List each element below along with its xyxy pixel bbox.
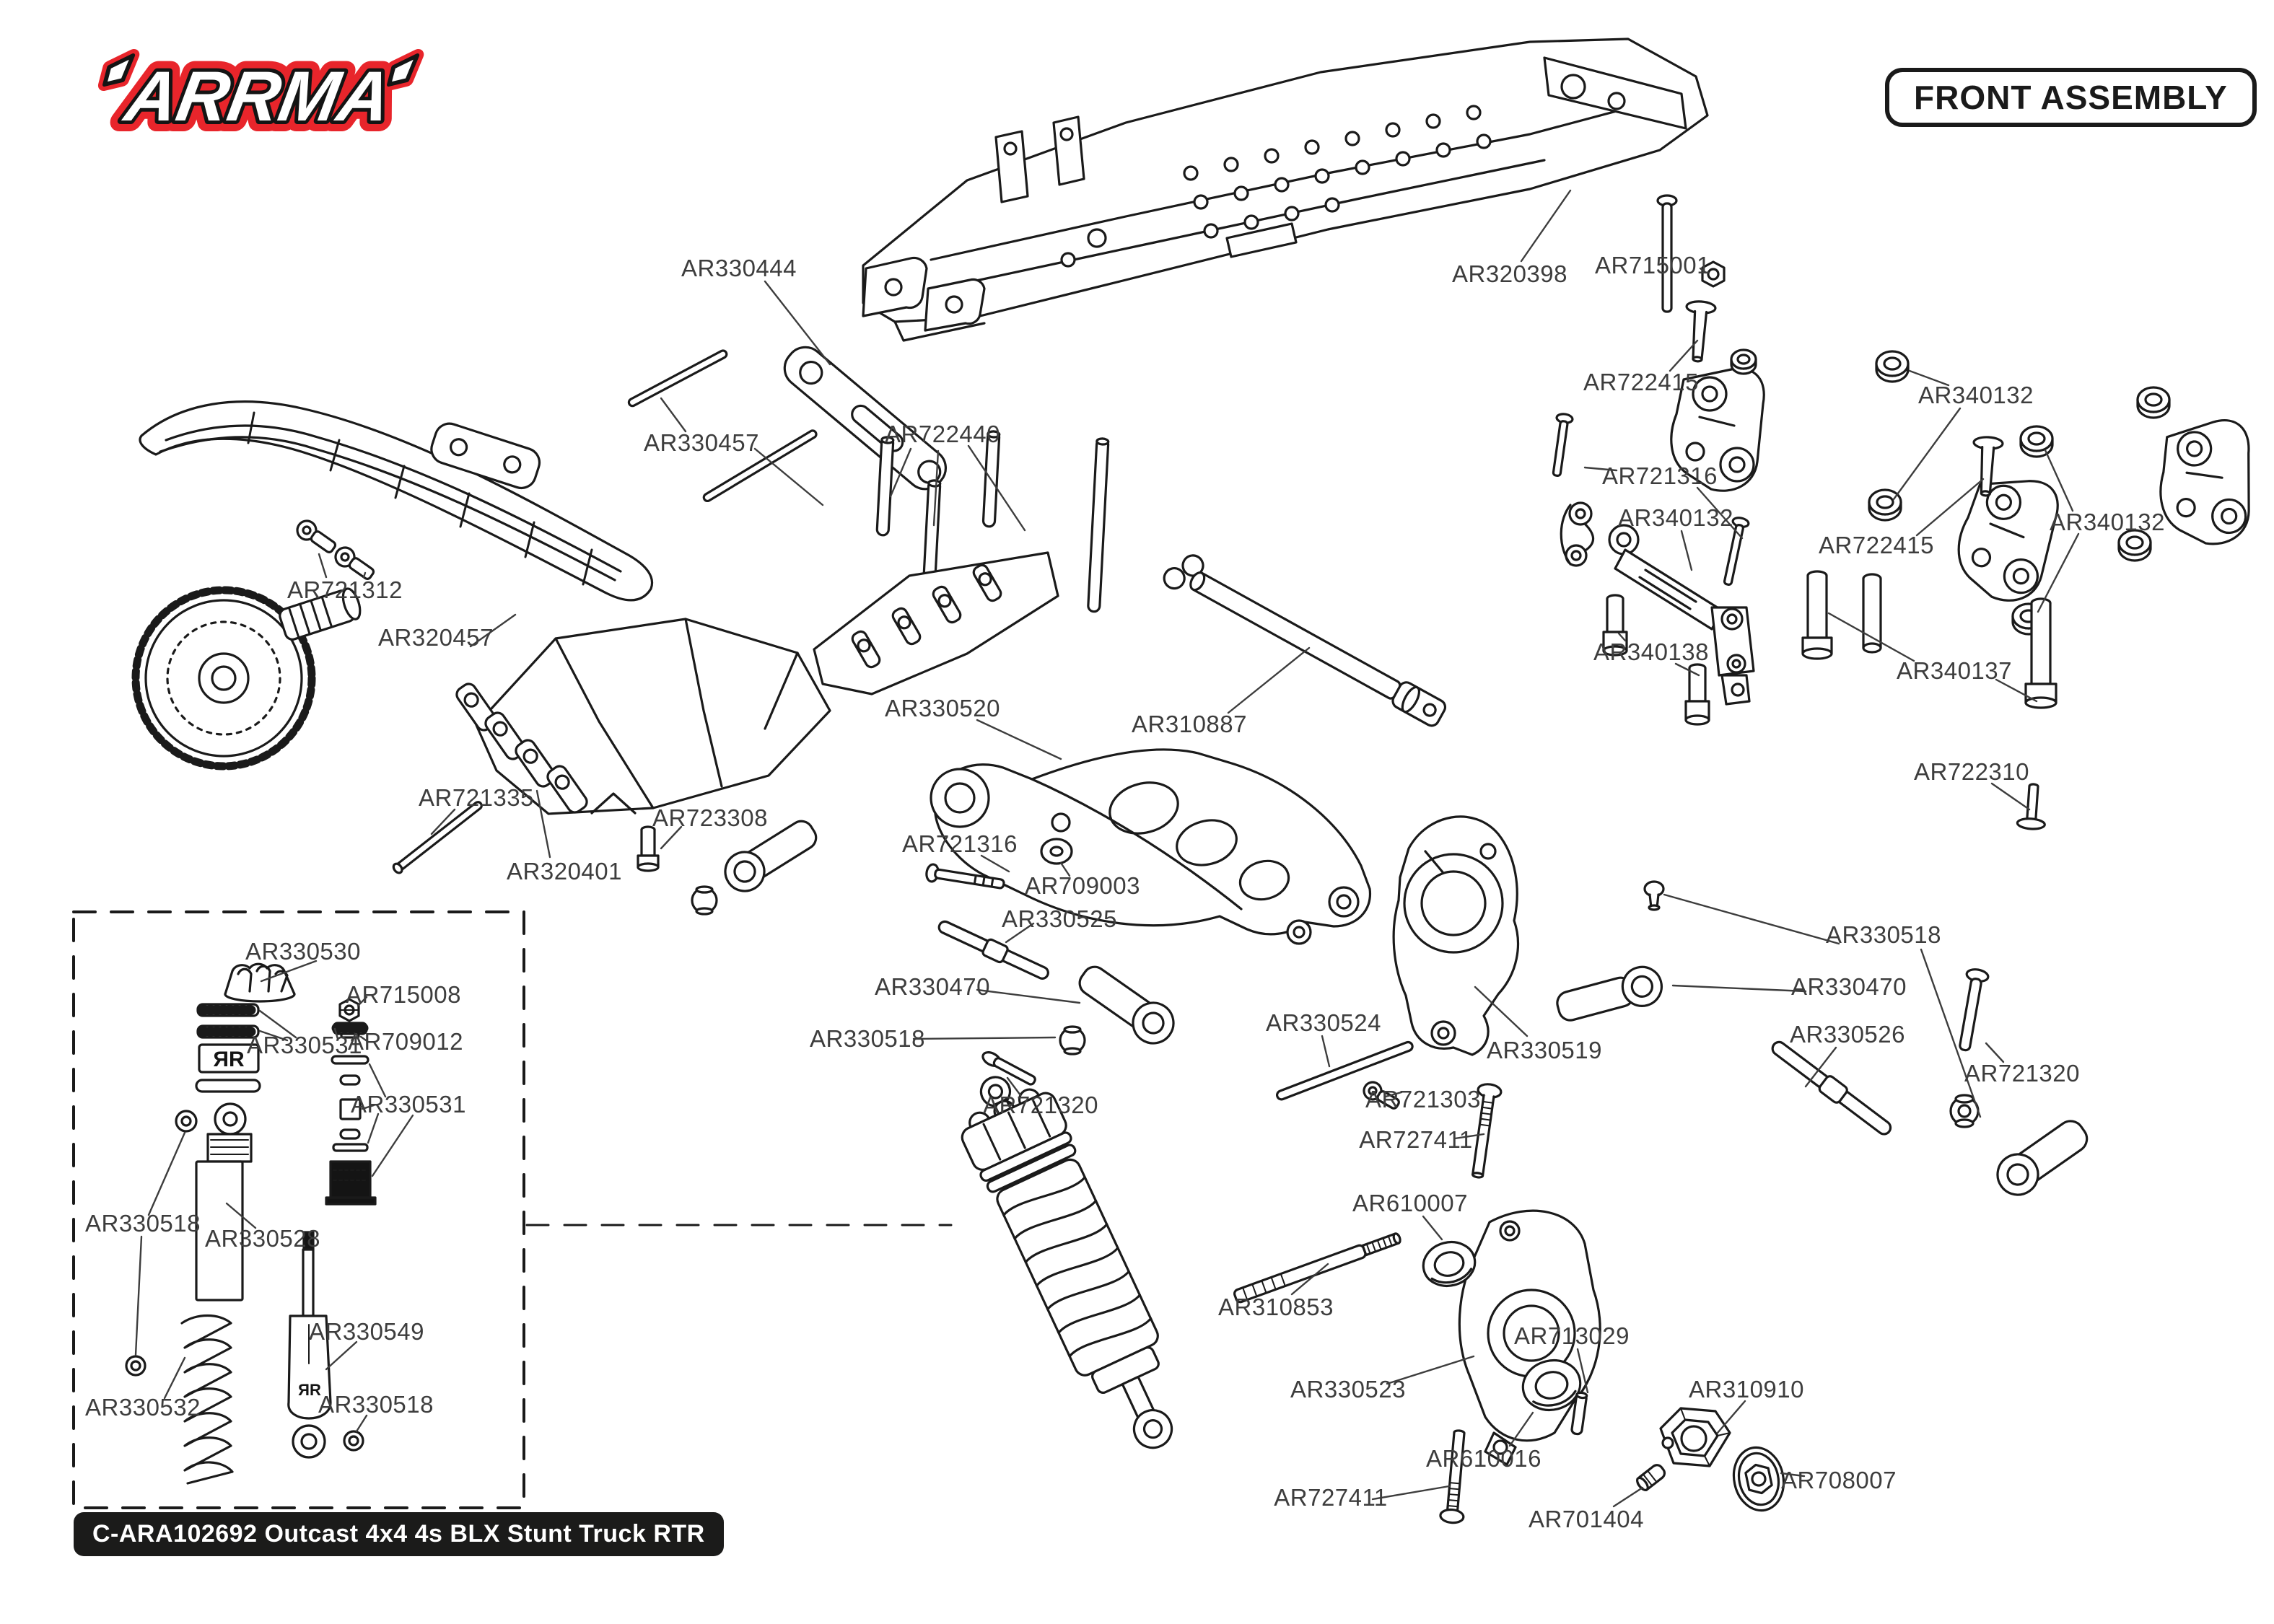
arrma-logo: ARRMA ARRMA xyxy=(72,40,447,159)
part-label-AR721316: AR721316 xyxy=(1602,462,1718,489)
part-label-AR330518: AR330518 xyxy=(318,1391,434,1418)
part-label-AR330470: AR330470 xyxy=(1791,973,1907,1000)
pin-drawing xyxy=(392,801,483,874)
knuckle-drawing xyxy=(1392,815,1519,1056)
bumper-screws-drawing xyxy=(296,519,375,581)
logo-text-outline: ARRMA xyxy=(118,57,397,136)
part-label-AR727411: AR727411 xyxy=(1274,1484,1388,1511)
part-label-AR713029: AR713029 xyxy=(1514,1322,1630,1349)
body-posts-drawing xyxy=(875,430,1110,613)
part-label-AR330524: AR330524 xyxy=(1266,1009,1381,1036)
hub-cluster-drawing xyxy=(1233,1081,1785,1524)
part-label-AR330531: AR330531 xyxy=(247,1032,362,1058)
logo-tick-left-inner xyxy=(102,53,136,87)
part-label-AR320401: AR320401 xyxy=(507,858,622,885)
part-label-AR722310: AR722310 xyxy=(1914,758,2029,785)
locknut-drawing xyxy=(1701,260,1726,288)
product-label-text: C-ARA102692 Outcast 4x4 4s BLX Stunt Tru… xyxy=(92,1520,705,1548)
product-label: C-ARA102692 Outcast 4x4 4s BLX Stunt Tru… xyxy=(74,1512,724,1556)
part-label-AR310853: AR310853 xyxy=(1218,1294,1334,1320)
part-label-AR721320: AR721320 xyxy=(983,1092,1098,1118)
chassis-drawing xyxy=(862,38,1709,342)
part-label-AR721303: AR721303 xyxy=(1365,1086,1481,1112)
part-label-AR709003: AR709003 xyxy=(1025,872,1140,899)
bellcrank-drawing xyxy=(1957,480,2059,602)
part-label-AR709012: AR709012 xyxy=(348,1028,463,1055)
part-label-AR727411: AR727411 xyxy=(1359,1126,1473,1153)
slipper-gear-drawing xyxy=(131,586,362,771)
part-label-AR320457: AR320457 xyxy=(378,624,494,651)
suspension-arm-drawing xyxy=(930,748,1372,945)
part-label-AR721335: AR721335 xyxy=(419,784,534,811)
title-box: FRONT ASSEMBLY xyxy=(1885,68,2257,127)
part-label-AR330519: AR330519 xyxy=(1487,1037,1602,1063)
steering-rack-drawing xyxy=(1560,501,1755,706)
part-label-AR715008: AR715008 xyxy=(346,981,461,1008)
part-label-AR721316: AR721316 xyxy=(902,830,1018,857)
part-label-AR721312: AR721312 xyxy=(287,576,403,603)
part-label-AR320398: AR320398 xyxy=(1452,260,1567,287)
part-label-AR340138: AR340138 xyxy=(1593,638,1709,665)
part-label-AR722440: AR722440 xyxy=(885,421,1000,447)
part-label-AR330525: AR330525 xyxy=(1002,905,1117,932)
part-label-AR722415: AR722415 xyxy=(1583,369,1699,395)
leader-lines xyxy=(134,189,2080,1508)
part-label-AR330531: AR330531 xyxy=(351,1091,466,1118)
part-label-AR310887: AR310887 xyxy=(1132,711,1247,737)
logo-text: ARRMA xyxy=(118,57,397,136)
part-label-AR330528: AR330528 xyxy=(205,1225,320,1252)
part-label-AR330532: AR330532 xyxy=(85,1394,201,1421)
arm-mount-drawing xyxy=(813,551,1059,695)
part-label-AR330549: AR330549 xyxy=(309,1318,424,1345)
part-label-AR330518: AR330518 xyxy=(1826,921,1941,948)
part-label-AR330470: AR330470 xyxy=(875,973,990,1000)
part-label-AR340137: AR340137 xyxy=(1897,657,2012,684)
part-label-AR610016: AR610016 xyxy=(1426,1445,1541,1472)
tie-rod-right-drawing xyxy=(1556,880,2089,1196)
shock-assembled-drawing xyxy=(961,1076,1173,1449)
hinge-pin-drawing xyxy=(1276,1040,1414,1101)
part-label-AR330518: AR330518 xyxy=(810,1025,925,1052)
part-label-AR330526: AR330526 xyxy=(1790,1021,1905,1048)
bellcrank-drawing xyxy=(2159,419,2250,545)
camber-link-drawing xyxy=(637,820,1175,1086)
part-label-AR330520: AR330520 xyxy=(885,695,1000,721)
part-label-AR721320: AR721320 xyxy=(1964,1060,2080,1087)
page-title: FRONT ASSEMBLY xyxy=(1914,79,2228,116)
part-label-AR340132: AR340132 xyxy=(1918,382,2034,408)
driveshaft-drawing xyxy=(1163,554,1447,727)
arrma-rr-icon: ЯR xyxy=(298,1381,321,1399)
hinge-pins-drawing xyxy=(627,349,818,503)
part-label-AR330444: AR330444 xyxy=(681,255,797,281)
part-label-AR340132: AR340132 xyxy=(2050,509,2165,535)
steering-screws-posts-drawing xyxy=(1552,194,2057,830)
part-label-AR723308: AR723308 xyxy=(652,804,768,831)
skid-plate-drawing xyxy=(455,618,831,815)
part-label-AR330457: AR330457 xyxy=(644,429,759,456)
part-label-AR310910: AR310910 xyxy=(1689,1376,1804,1403)
part-label-AR330523: AR330523 xyxy=(1290,1376,1406,1403)
logo-tick-right-inner xyxy=(387,53,420,87)
part-label-AR340132: AR340132 xyxy=(1618,504,1733,531)
part-label-AR610007: AR610007 xyxy=(1352,1190,1468,1216)
part-label-AR330530: AR330530 xyxy=(245,938,361,965)
part-label-AR715001: AR715001 xyxy=(1595,252,1710,278)
arrma-rr-icon: ЯR xyxy=(213,1048,245,1071)
part-label-AR330518: AR330518 xyxy=(85,1210,201,1237)
bellcrank-drawing xyxy=(1670,367,1765,492)
bumper-drawing xyxy=(139,400,653,602)
part-label-AR701404: AR701404 xyxy=(1529,1506,1644,1532)
part-label-AR708007: AR708007 xyxy=(1781,1467,1897,1493)
part-label-AR722415: AR722415 xyxy=(1819,532,1934,558)
shock-detail-box: ЯR xyxy=(72,910,953,1509)
